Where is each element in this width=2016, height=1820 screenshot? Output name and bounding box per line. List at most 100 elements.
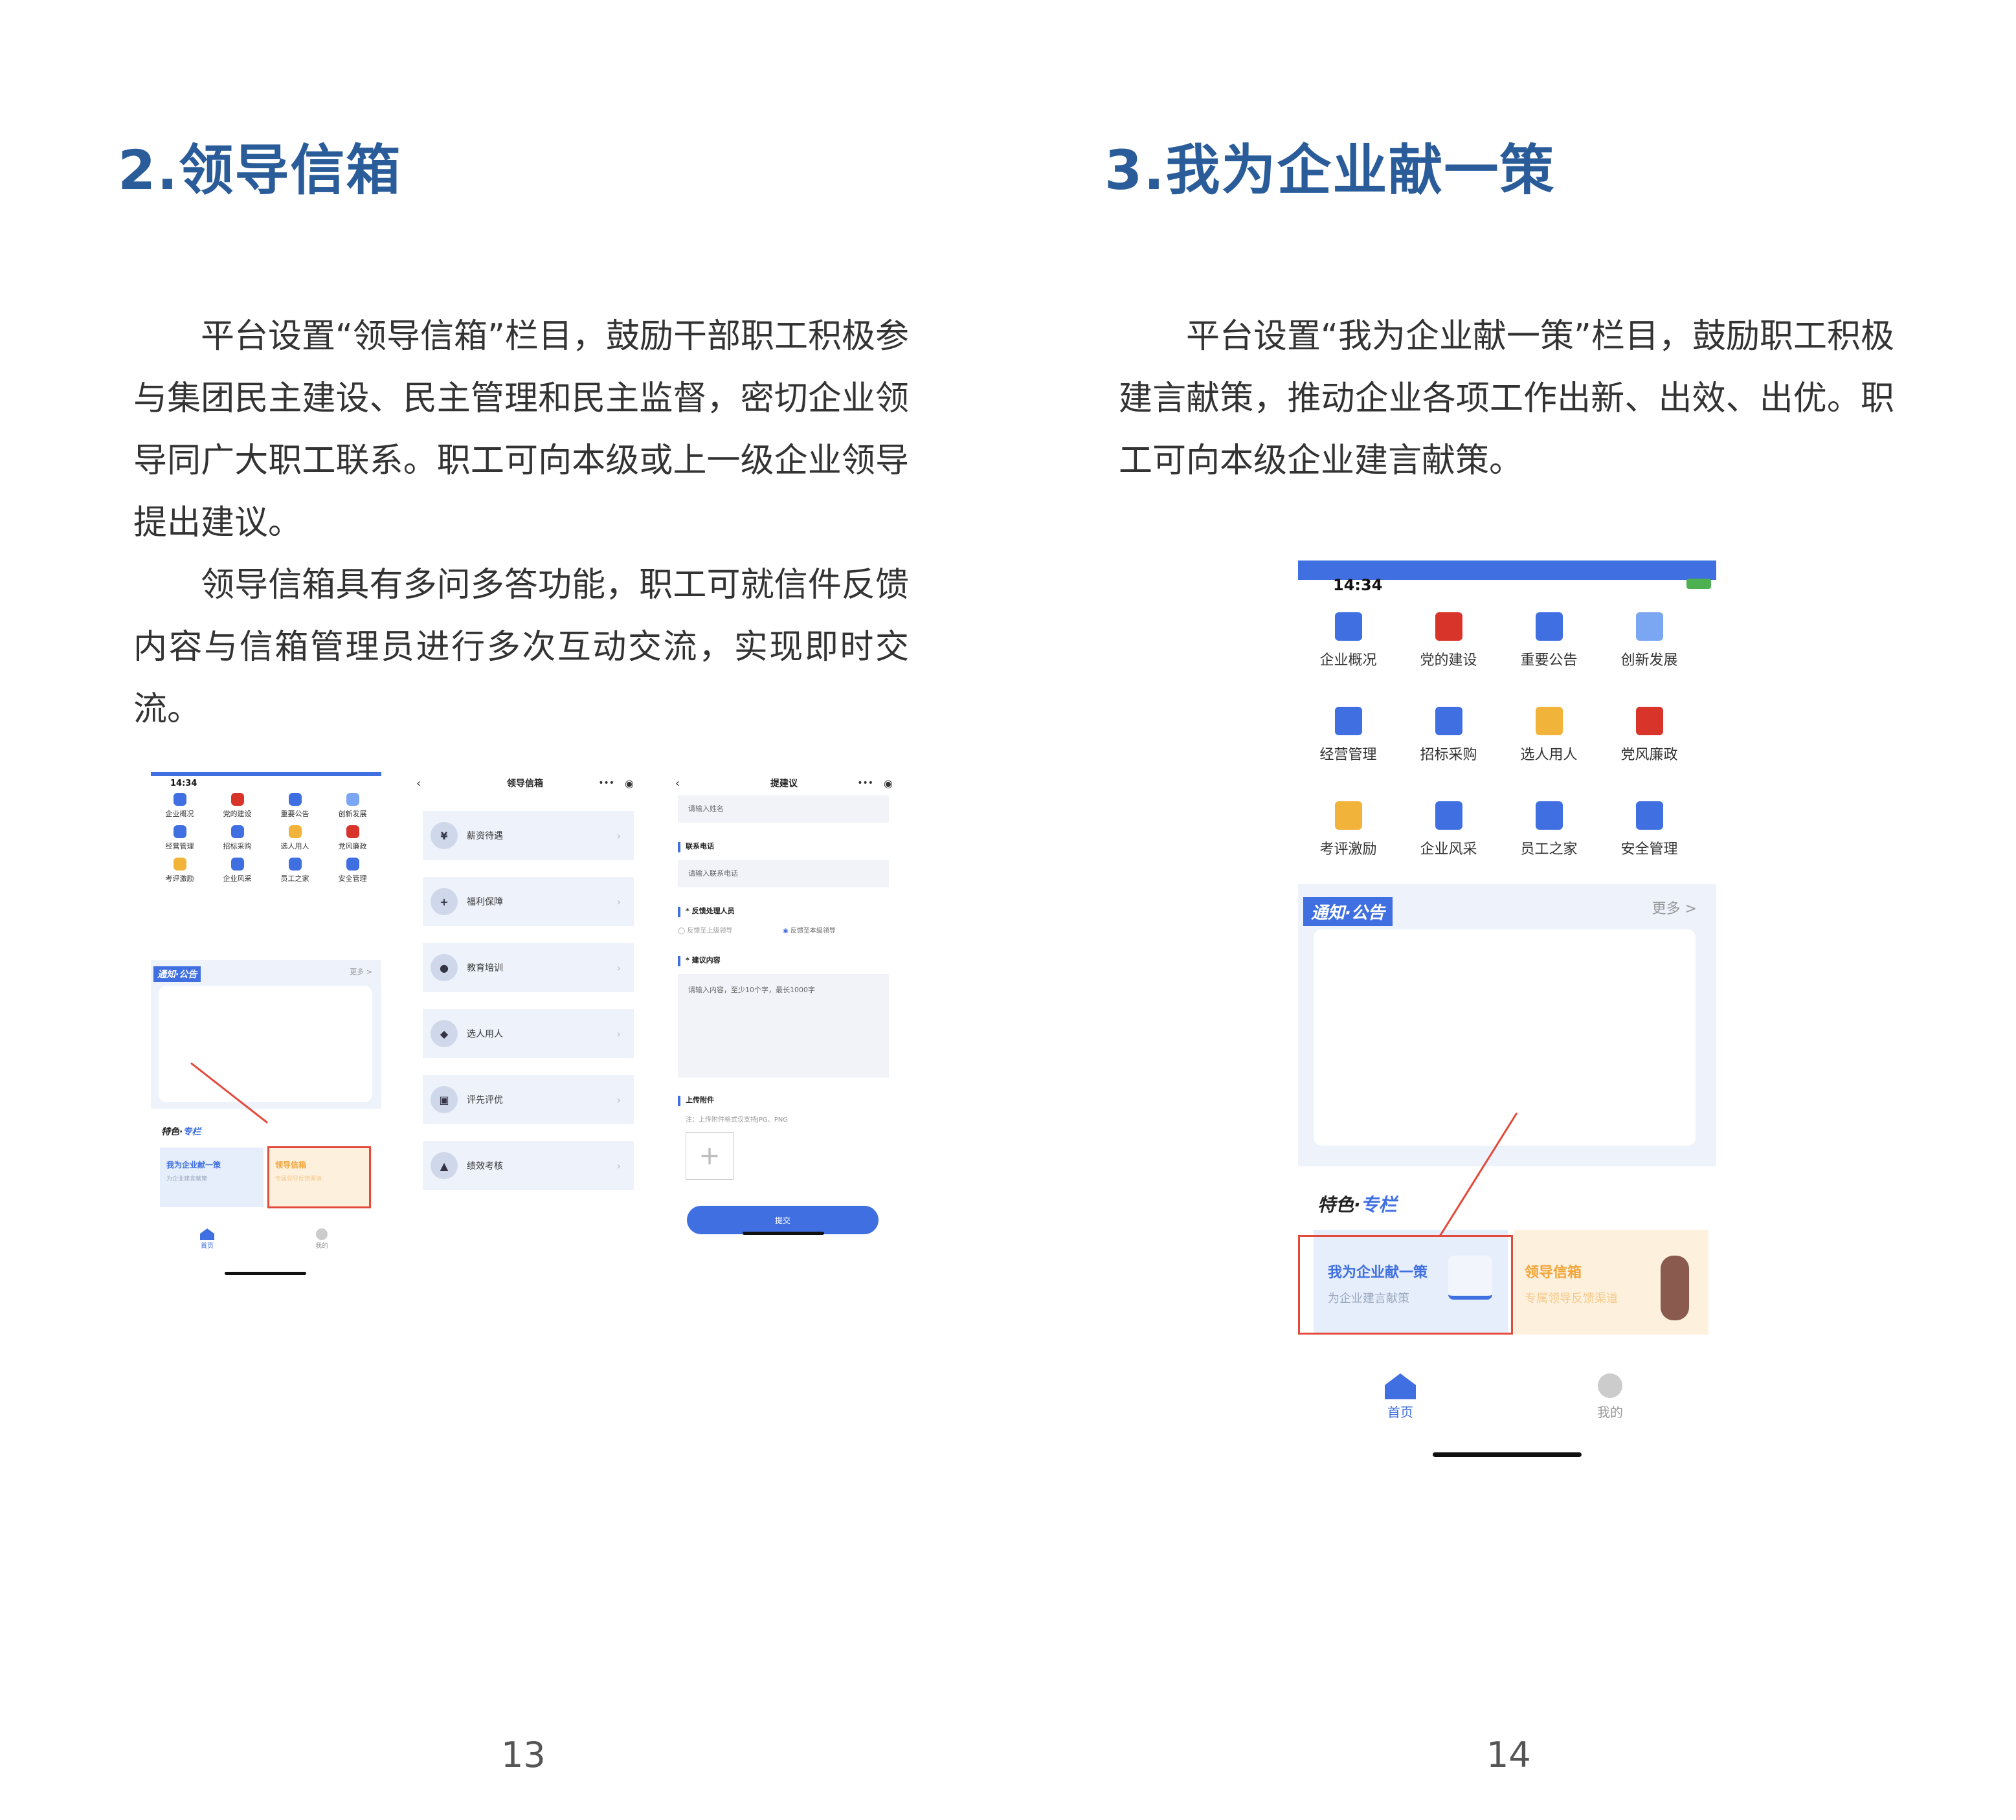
radio-superior[interactable]: ◯ 反馈至上级领导 <box>678 927 733 935</box>
user-icon <box>1598 1373 1622 1398</box>
chevron-right-icon: › <box>616 1159 621 1172</box>
grid-item[interactable]: 企业概况 <box>151 793 208 819</box>
feature-card-leader-mailbox[interactable]: 领导信箱 专属领导反馈渠道 <box>1514 1230 1708 1335</box>
building-icon <box>1334 707 1362 735</box>
grid-item[interactable]: 考评激励 <box>151 858 208 883</box>
left-phone-menu: ‹ 领导信箱 ••• ◉ ¥薪资待遇› +福利保障› ●教育培训› ◆选人用人›… <box>410 772 640 1199</box>
notice-card <box>159 986 372 1102</box>
grid-item[interactable]: 党的建设 <box>208 793 266 819</box>
phone-label: 联系电话 <box>678 842 714 852</box>
notice-more-link[interactable]: 更多 > <box>350 968 372 976</box>
small-icon-grid: 企业概况 党的建设 重要公告 创新发展 经营管理 招标采购 选人用人 党风廉政 … <box>151 786 381 883</box>
target-icon[interactable]: ◉ <box>625 777 634 790</box>
mine-tab[interactable]: 我的 <box>1597 1373 1623 1421</box>
content-field[interactable]: 请输入内容，至少10个字，最长1000字 <box>678 974 889 1078</box>
name-field[interactable]: 请输入姓名 <box>678 795 889 823</box>
left-paragraph-1: 平台设置“领导信箱”栏目，鼓励干部职工积极参与集团民主建设、民主管理和民主监督，… <box>133 317 909 542</box>
home-icon <box>1385 1373 1416 1399</box>
grid-item[interactable]: 选人用人 <box>266 825 324 851</box>
mine-tab[interactable]: 我的 <box>315 1228 328 1250</box>
people-icon: ◆ <box>431 1020 458 1047</box>
user-icon <box>316 1228 328 1240</box>
left-phone-home: 14:34 企业概况 党的建设 重要公告 创新发展 经营管理 招标采购 选人用人… <box>151 772 381 1281</box>
status-bar: 14:34 <box>151 772 381 788</box>
grid-item[interactable]: 企业风采 <box>208 858 266 883</box>
building-icon <box>173 825 186 838</box>
back-icon[interactable]: ‹ <box>675 776 680 790</box>
grid-item[interactable]: 党风廉政 <box>1599 707 1699 764</box>
party-flag-icon <box>1435 612 1462 641</box>
grid-item[interactable]: 经营管理 <box>151 825 208 851</box>
award-icon: ▣ <box>431 1086 458 1113</box>
menu-item-welfare[interactable]: +福利保障› <box>423 877 634 926</box>
home-indicator <box>743 1232 824 1235</box>
more-icon[interactable]: ••• <box>598 778 614 788</box>
upload-add-button[interactable]: + <box>686 1132 734 1180</box>
medal-icon <box>1334 801 1362 830</box>
grid-item[interactable]: 企业概况 <box>1298 612 1398 669</box>
home-indicator <box>225 1272 306 1275</box>
bell-icon <box>1635 707 1663 735</box>
chevron-right-icon: › <box>616 961 621 974</box>
feature-card-suggestion[interactable]: 我为企业献一策 为企业建言献策 <box>1314 1230 1508 1335</box>
grid-item[interactable]: 重要公告 <box>266 793 324 819</box>
form-header: ‹ 提建议 ••• ◉ <box>675 776 893 790</box>
grid-item[interactable]: 创新发展 <box>324 793 381 819</box>
grid-item[interactable]: 考评激励 <box>1298 801 1398 858</box>
menu-item-salary[interactable]: ¥薪资待遇› <box>423 811 634 860</box>
notice-tag: 通知·公告 <box>1303 897 1393 926</box>
chevron-right-icon: › <box>616 1093 621 1106</box>
left-paragraph-2: 领导信箱具有多问多答功能，职工可就信件反馈内容与信箱管理员进行多次互动交流，实现… <box>133 566 909 729</box>
shield-icon <box>1635 801 1663 830</box>
status-time: 14:34 <box>1333 576 1383 594</box>
radio-same-level[interactable]: ◉ 反馈至本级领导 <box>783 927 836 935</box>
more-icon[interactable]: ••• <box>857 778 873 788</box>
notice-more-link[interactable]: 更多 > <box>1652 901 1697 917</box>
welfare-icon: + <box>431 888 458 915</box>
home-tab[interactable]: 首页 <box>1385 1373 1416 1421</box>
book-icon <box>1334 612 1362 641</box>
party-flag-icon <box>230 793 244 806</box>
bell-icon <box>346 825 359 838</box>
grid-item[interactable]: 安全管理 <box>324 858 381 883</box>
chevron-right-icon: › <box>616 829 621 842</box>
mailbox-icon <box>1661 1256 1689 1320</box>
menu-item-staffing[interactable]: ◆选人用人› <box>423 1009 634 1058</box>
grid-item[interactable]: 安全管理 <box>1599 801 1699 858</box>
grid-item[interactable]: 企业风采 <box>1398 801 1499 858</box>
notice-panel: 通知·公告 更多 > <box>151 960 381 1109</box>
menu-item-performance[interactable]: ▲绩效考核› <box>423 1141 634 1190</box>
home-tab[interactable]: 首页 <box>200 1228 214 1250</box>
grid-item[interactable]: 员工之家 <box>266 858 324 883</box>
grid-item[interactable]: 党风廉政 <box>324 825 381 851</box>
menu-item-training[interactable]: ●教育培训› <box>423 943 634 992</box>
grid-item[interactable]: 员工之家 <box>1499 801 1599 858</box>
feature-title: 特色·专栏 <box>1317 1194 1397 1215</box>
right-paragraph-1: 平台设置“我为企业献一策”栏目，鼓励职工积极建言献策，推动企业各项工作出新、出效… <box>1119 317 1894 480</box>
home-icon <box>200 1228 214 1240</box>
phone-field[interactable]: 请输入联系电话 <box>678 860 889 887</box>
left-phone-form: ‹ 提建议 ••• ◉ 请输入姓名 联系电话 请输入联系电话 * 反馈处理人员 … <box>669 772 899 1238</box>
chevron-right-icon: › <box>616 895 621 908</box>
grid-item[interactable]: 招标采购 <box>1398 707 1499 764</box>
person-icon <box>288 858 302 871</box>
shield-check-icon <box>1635 612 1663 641</box>
grid-item[interactable]: 招标采购 <box>208 825 266 851</box>
grid-item[interactable]: 经营管理 <box>1298 707 1398 764</box>
back-icon[interactable]: ‹ <box>416 776 421 790</box>
feature-card-leader-mailbox[interactable]: 领导信箱 专属领导反馈渠道 <box>269 1148 372 1207</box>
feature-title: 特色·专栏 <box>161 1127 201 1137</box>
menu-item-awards[interactable]: ▣评先评优› <box>423 1075 634 1124</box>
battery-icon <box>1686 579 1711 589</box>
target-icon[interactable]: ◉ <box>884 777 893 790</box>
medal-icon <box>173 858 186 871</box>
feature-card-suggestion[interactable]: 我为企业献一策 为企业建言献策 <box>160 1148 263 1207</box>
grid-item[interactable]: 创新发展 <box>1599 612 1699 669</box>
submit-button[interactable]: 提交 <box>687 1206 879 1234</box>
shield-check-icon <box>346 793 359 806</box>
grid-item[interactable]: 重要公告 <box>1499 612 1599 669</box>
grid-item[interactable]: 党的建设 <box>1398 612 1499 669</box>
chevron-right-icon: › <box>616 1027 621 1040</box>
training-icon: ● <box>431 954 458 981</box>
grid-item[interactable]: 选人用人 <box>1499 707 1599 764</box>
